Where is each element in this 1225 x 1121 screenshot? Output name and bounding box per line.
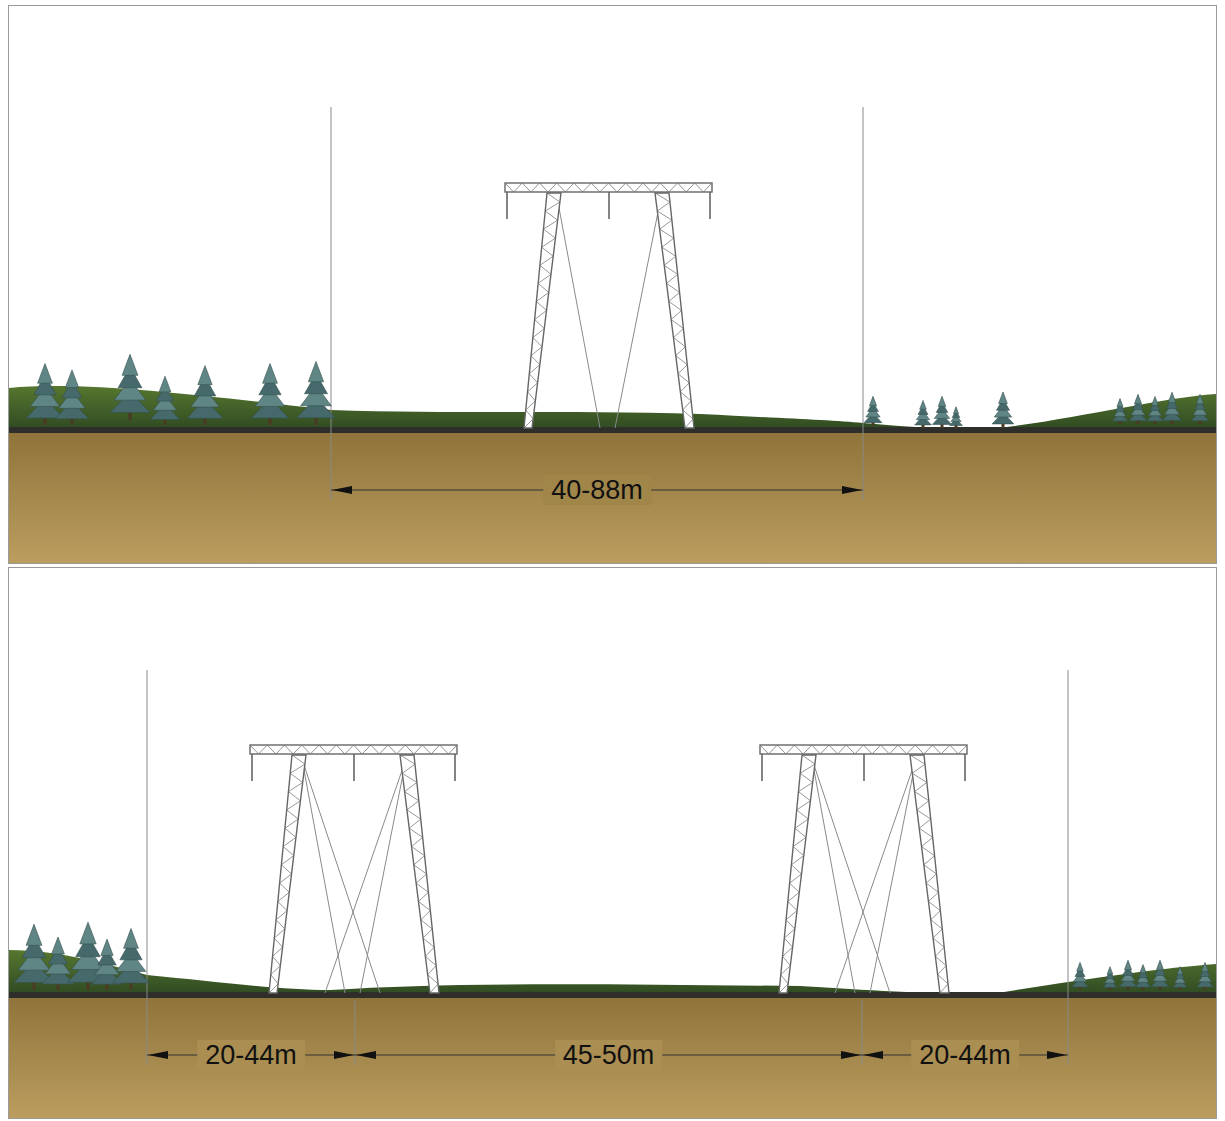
arrow-head: [356, 1051, 376, 1059]
lattice-tower: [250, 745, 457, 993]
spruce-tree: [950, 407, 963, 428]
spruce-tree: [932, 396, 951, 428]
arrow-head: [863, 1051, 883, 1059]
terrain: [9, 386, 1216, 430]
ground-line: [9, 992, 1216, 998]
spruce-tree: [150, 376, 179, 425]
arrow-head: [334, 1051, 354, 1059]
panel-frame: [9, 568, 1217, 1119]
terrain: [9, 950, 1216, 995]
arrow-head: [841, 1051, 861, 1059]
spruce-tree: [992, 392, 1014, 428]
spruce-tree: [1072, 962, 1089, 990]
spruce-tree: [864, 396, 882, 426]
spruce-tree: [1191, 394, 1209, 424]
arrow-head: [842, 486, 862, 494]
spruce-tree: [187, 366, 223, 425]
spruce-tree: [112, 929, 149, 990]
spruce-tree: [1119, 960, 1137, 990]
spruce-tree: [915, 400, 932, 428]
spruce-tree: [1129, 394, 1147, 424]
extension-line: [1068, 670, 1069, 1065]
extension-line: [331, 107, 332, 500]
lattice-tower: [505, 183, 712, 428]
spruce-tree: [1197, 962, 1214, 990]
soil: [9, 995, 1216, 1118]
spruce-tree: [297, 361, 335, 425]
panel-frame: [9, 6, 1217, 564]
arrow-head: [1047, 1051, 1067, 1059]
spruce-tree: [251, 364, 288, 425]
spruce-tree: [1135, 965, 1150, 990]
extension-line: [863, 107, 864, 500]
spruce-tree: [1147, 396, 1164, 424]
arrow-head: [332, 486, 352, 494]
spruce-tree: [1103, 967, 1117, 990]
arrow-head: [148, 1051, 168, 1059]
dimension-label: 40-88m: [543, 475, 651, 505]
dimension-label: 20-44m: [911, 1040, 1019, 1070]
dimension-label: 20-44m: [197, 1040, 305, 1070]
spruce-tree: [1173, 967, 1187, 990]
spruce-tree: [1151, 960, 1169, 990]
spruce-tree: [1112, 399, 1127, 424]
extension-line: [147, 670, 148, 1065]
lattice-tower: [760, 745, 967, 993]
soil: [9, 430, 1216, 563]
spruce-tree: [110, 354, 150, 420]
ground-line: [9, 427, 1216, 433]
spruce-tree: [1162, 392, 1181, 424]
spruce-tree: [55, 370, 88, 425]
dimension-label: 45-50m: [555, 1040, 663, 1070]
